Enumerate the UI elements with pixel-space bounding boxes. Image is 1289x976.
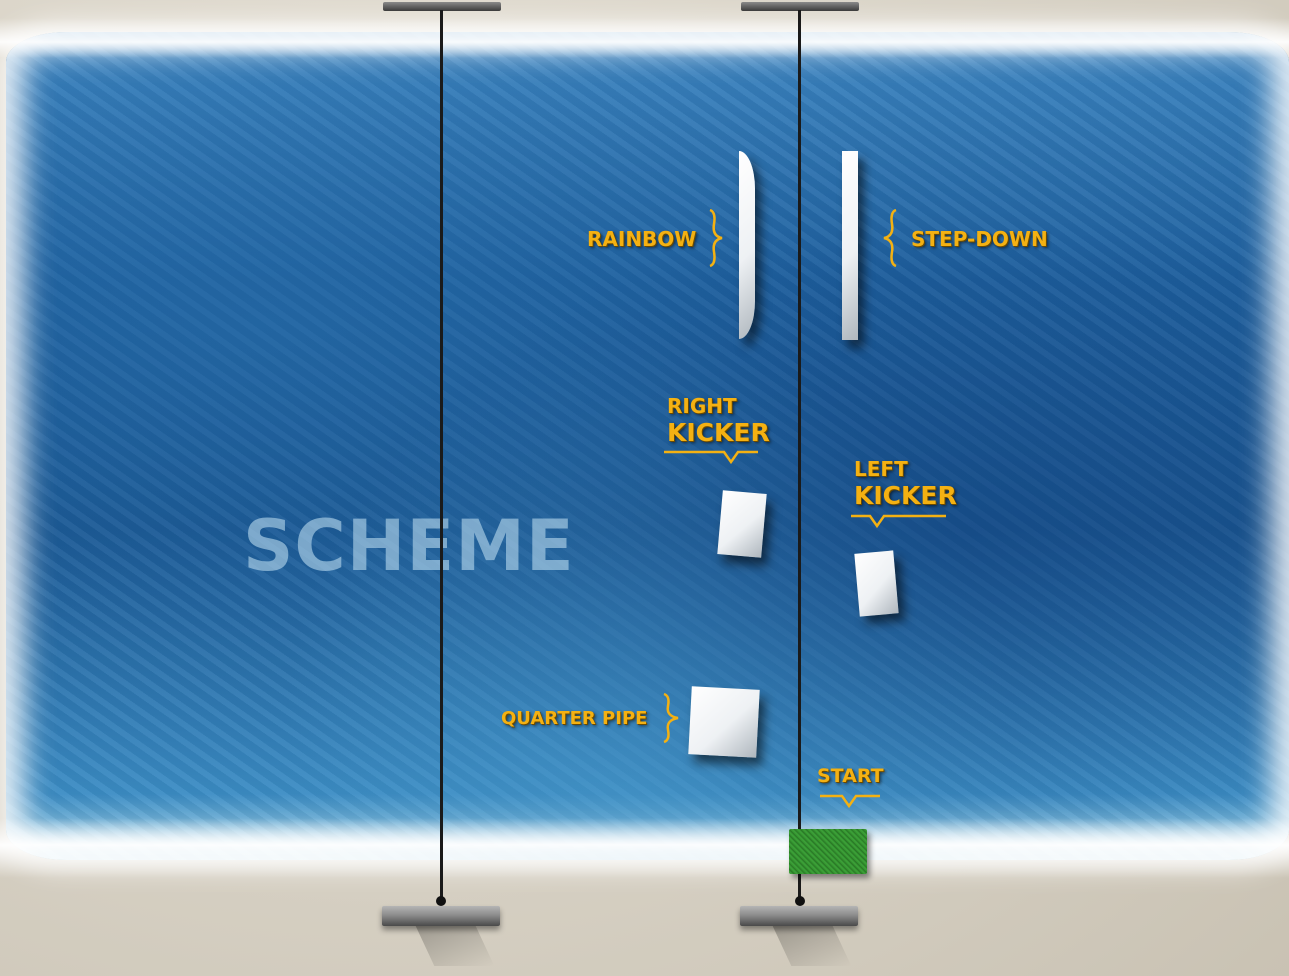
right-cable-tower: [740, 906, 858, 926]
rainbow-bracket: [709, 208, 723, 268]
left-cable: [440, 10, 443, 905]
left-cable-top-anchor: [383, 2, 501, 11]
left-kicker-label-line1: LEFT: [854, 457, 908, 481]
start-dock: [789, 829, 867, 874]
right-kicker-label-line2: KICKER: [667, 418, 770, 447]
shore-foam-top: [0, 18, 1289, 58]
step-down-rail: [842, 151, 858, 340]
quarter-pipe-label: QUARTER PIPE: [501, 708, 648, 729]
right-cable: [798, 10, 801, 905]
right-kicker-pointer: [664, 450, 758, 465]
start-label: START: [817, 765, 884, 787]
left-tower-knob: [436, 896, 446, 906]
right-tower-knob: [795, 896, 805, 906]
shore-foam-bottom: [0, 818, 1289, 878]
quarter-pipe-bracket: [663, 692, 679, 744]
step-down-label: STEP-DOWN: [911, 227, 1048, 251]
right-cable-top-anchor: [741, 2, 859, 11]
step-down-bracket: [883, 208, 897, 268]
left-kicker-pointer: [851, 514, 946, 529]
rainbow-rail: [739, 151, 755, 339]
left-cable-tower: [382, 906, 500, 926]
water-area: [6, 32, 1289, 860]
right-kicker-label-line1: RIGHT: [667, 394, 737, 418]
scheme-watermark: SCHEME: [243, 505, 575, 587]
left-kicker-label-line2: KICKER: [854, 481, 957, 510]
rainbow-label: RAINBOW: [587, 227, 697, 251]
start-pointer: [820, 794, 880, 809]
